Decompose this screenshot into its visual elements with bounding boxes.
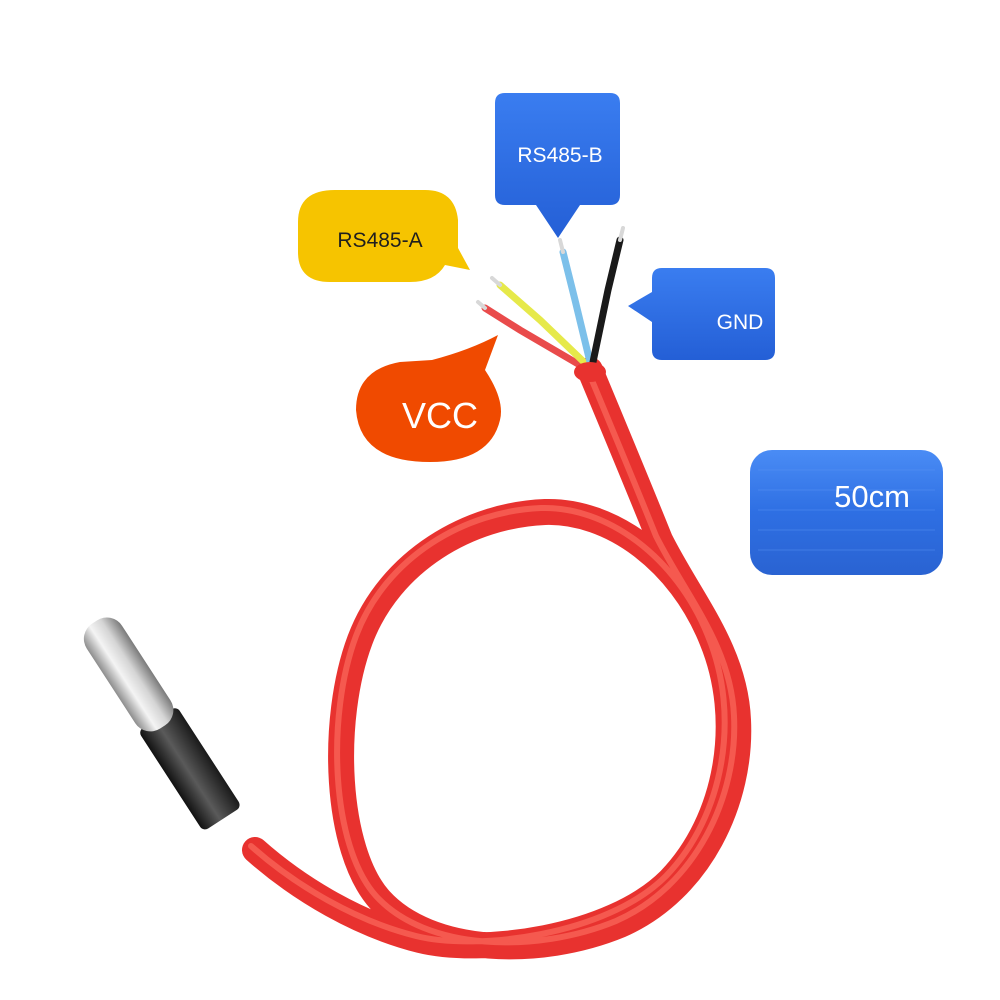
wire-blue-tip (558, 238, 565, 254)
wire-black (589, 236, 624, 366)
rs485-b-label: RS485-B (517, 144, 602, 167)
wire-red-tip (476, 300, 487, 310)
rs485-a-bubble (298, 190, 470, 282)
cable-highlight (248, 363, 738, 946)
gnd-label: GND (717, 311, 764, 334)
vcc-tag: VCC (356, 335, 501, 462)
length-bubble (750, 450, 943, 575)
length-label: 50cm (834, 479, 910, 514)
wire-yellow (496, 281, 591, 369)
cable (242, 357, 752, 960)
probe (83, 617, 240, 830)
rs485-a-tag: RS485-A (298, 190, 470, 282)
cable-jacket-end (574, 362, 606, 382)
wire-yellow-tip (490, 276, 502, 287)
probe-black-sleeve (140, 708, 240, 830)
rs485-b-tag: RS485-B (495, 93, 620, 238)
wire-red (481, 304, 589, 372)
gnd-bubble (628, 268, 775, 360)
vcc-label: VCC (402, 395, 478, 436)
gnd-tag: GND (628, 268, 775, 360)
length-texture (758, 469, 935, 551)
wire-ends (476, 226, 625, 382)
wire-blue (559, 248, 594, 366)
length-tag: 50cm (750, 450, 943, 575)
wire-black-tip (618, 226, 625, 242)
rs485-b-bubble (495, 93, 620, 238)
rs485-a-label: RS485-A (337, 229, 422, 252)
cable-body (242, 357, 752, 960)
vcc-bubble (356, 335, 501, 462)
probe-steel-tip (83, 617, 174, 732)
